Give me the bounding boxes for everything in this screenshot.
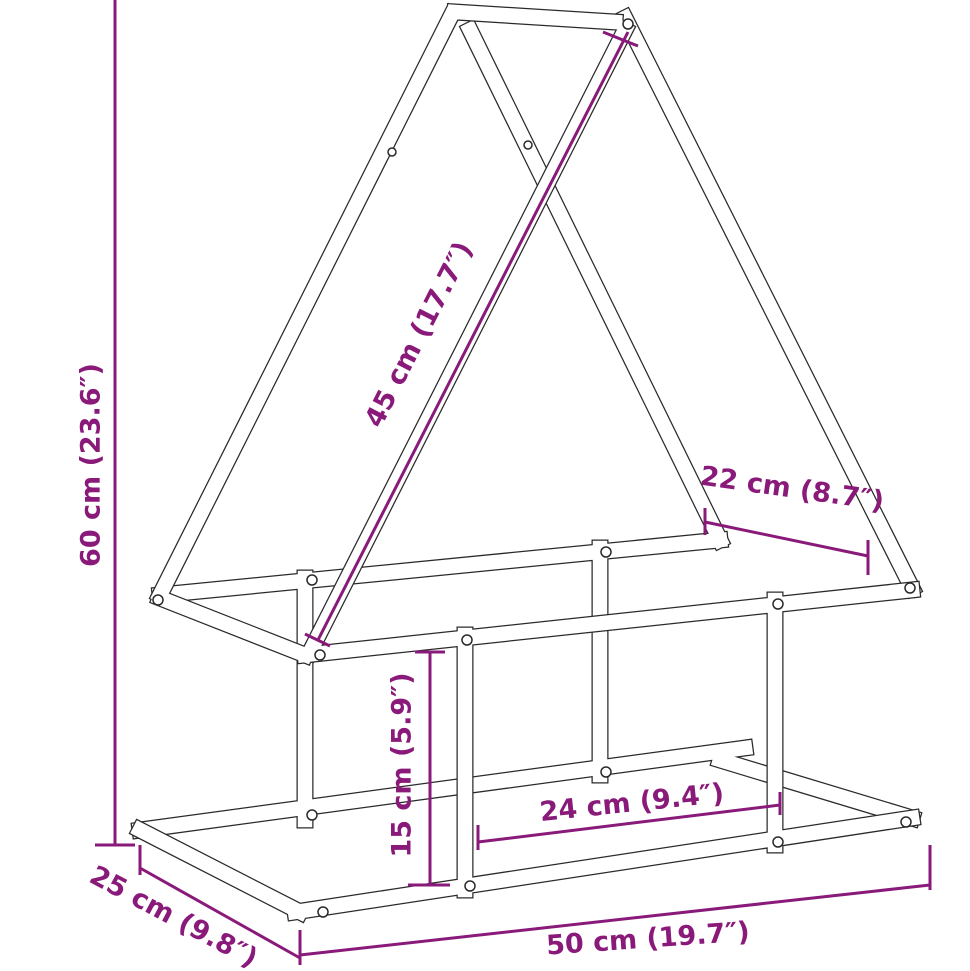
frame-bar xyxy=(128,2,922,924)
lower-height-label: 15 cm (5.9″) xyxy=(387,672,418,857)
inner-depth-label: 24 cm (9.4″) xyxy=(538,778,725,828)
height-label: 60 cm (23.6″) xyxy=(76,363,107,567)
bolts xyxy=(152,18,916,918)
dimension-lines xyxy=(95,0,932,965)
diagonal-label: 45 cm (17.7″) xyxy=(359,237,479,433)
log-rack-frame xyxy=(128,2,924,924)
frame-bar xyxy=(130,6,924,840)
